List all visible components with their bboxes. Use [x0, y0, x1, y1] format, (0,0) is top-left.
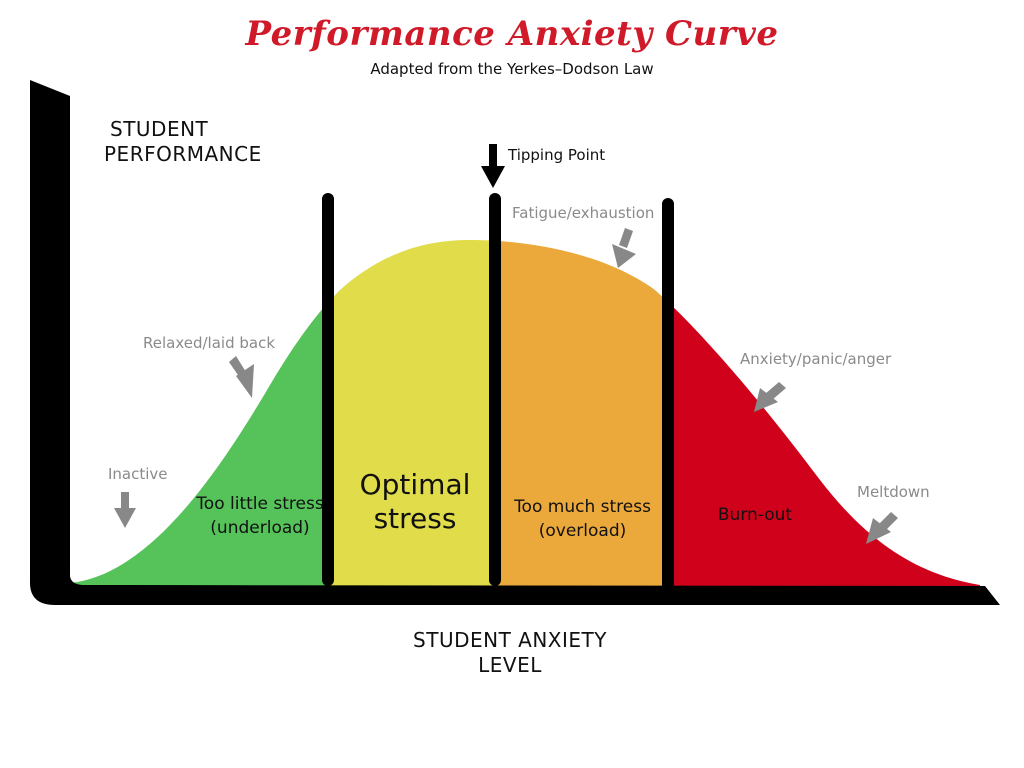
zone-burnout-line1: Burn-out: [717, 505, 793, 525]
zone-overload-label: Too much stress (overload): [505, 495, 660, 543]
zone-burnout-label: Burn-out: [695, 503, 815, 527]
zone-underload-label: Too little stress (underload): [180, 492, 340, 540]
zone-optimal-line1: Optimal: [359, 468, 471, 501]
zone-green-fill: [70, 240, 328, 588]
anxiety-label: Anxiety/panic/anger: [740, 350, 892, 368]
zone-orange-fill: [495, 240, 668, 588]
y-axis-label: STUDENT PERFORMANCE: [104, 117, 262, 167]
divider-tipping: [489, 193, 501, 586]
meltdown-label: Meltdown: [857, 483, 930, 501]
divider-low: [322, 193, 334, 586]
meltdown-arrow-icon: [866, 512, 898, 544]
zone-optimal-line2: stress: [373, 502, 457, 535]
zone-red-fill: [668, 240, 980, 588]
relaxed-label: Relaxed/laid back: [143, 334, 276, 352]
x-axis-label: STUDENT ANXIETY LEVEL: [380, 628, 640, 678]
y-axis-label-line1: STUDENT: [110, 117, 209, 141]
zone-overload-line2: (overload): [538, 521, 627, 541]
zone-optimal-label: Optimal stress: [340, 468, 490, 536]
relaxed-arrow-icon: [229, 356, 254, 398]
anxiety-arrow-icon: [754, 382, 786, 412]
x-axis-label-line2: LEVEL: [478, 653, 542, 677]
zone-underload-line1: Too little stress: [196, 494, 324, 514]
tipping-point-label: Tipping Point: [508, 146, 606, 164]
inactive-label: Inactive: [108, 465, 168, 483]
page-title: Performance Anxiety Curve: [245, 14, 779, 54]
zone-underload-line2: (underload): [210, 518, 310, 538]
page-subtitle: Adapted from the Yerkes–Dodson Law: [370, 60, 654, 78]
zone-yellow-fill: [328, 240, 495, 588]
x-axis-label-line1: STUDENT ANXIETY: [413, 628, 607, 652]
tipping-point-arrow-icon: [481, 144, 505, 188]
fatigue-label: Fatigue/exhaustion: [512, 204, 655, 222]
divider-high: [662, 198, 674, 603]
inactive-arrow-icon: [114, 492, 136, 528]
y-axis-label-line2: PERFORMANCE: [104, 142, 262, 166]
fatigue-arrow-icon: [612, 228, 636, 268]
zone-overload-line1: Too much stress: [514, 497, 651, 517]
